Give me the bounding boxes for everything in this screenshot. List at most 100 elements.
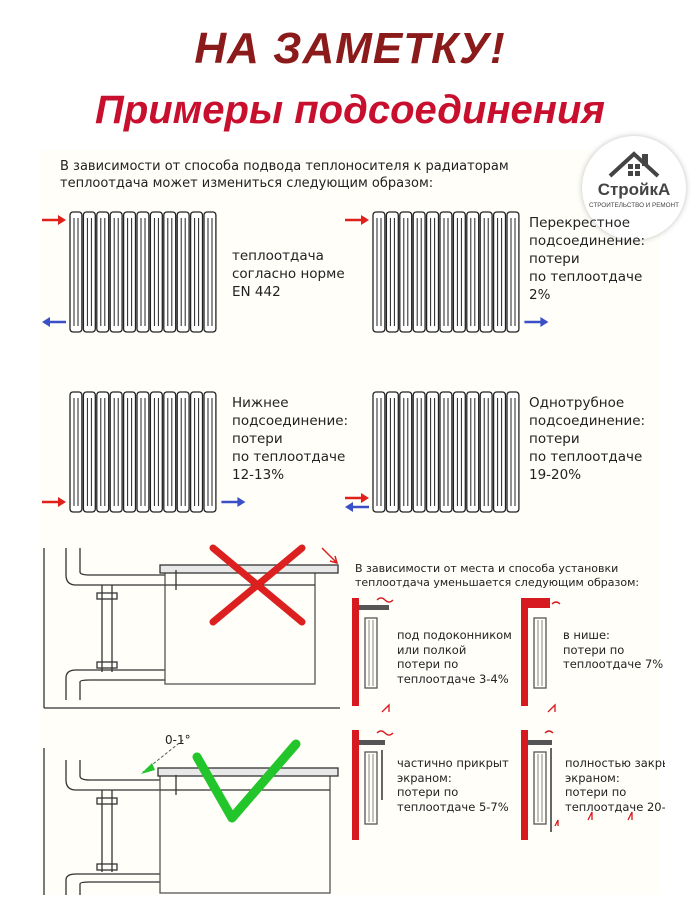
connections-intro: В зависимости от способа подвода теплоно… <box>60 158 509 192</box>
radiator-section <box>385 211 399 333</box>
case-partial-screen <box>352 730 394 840</box>
case-full-line-3: потери по <box>565 785 627 799</box>
radiator-section <box>82 391 96 513</box>
logo-tagline: СТРОИТЕЛЬСТВО И РЕМОНТ <box>589 202 679 209</box>
radiator-section <box>136 391 150 513</box>
wrong-installation <box>43 548 340 709</box>
arrow-head-icon <box>58 497 66 507</box>
connection-single-line-5: 19-20% <box>529 467 582 483</box>
installation-intro-line-2: теплоотдача уменьшается следующим образо… <box>355 576 640 589</box>
connection-bottom-line-5: 12-13% <box>232 467 285 483</box>
connection-single-line-2: подсоединение: <box>529 413 646 429</box>
installation-intro: В зависимости от места и способа установ… <box>355 562 639 590</box>
arrow-head-icon <box>361 215 369 225</box>
logo: СтройкА СТРОИТЕЛЬСТВО И РЕМОНТ <box>582 136 686 240</box>
connection-standard-line-2: согласно норме <box>232 266 345 282</box>
radiator-bottom <box>69 391 217 513</box>
case-partial-line-3: потери по <box>397 785 459 799</box>
radiator-section <box>466 391 480 513</box>
arrow-head-icon <box>237 497 246 507</box>
connection-label-cross: Перекрестное подсоединение: потери по те… <box>529 214 645 304</box>
radiator-section <box>506 391 520 513</box>
arrow-head-icon <box>42 317 50 327</box>
radiator-section <box>492 211 507 333</box>
radiator-section <box>122 211 137 333</box>
tilt-arrow-icon <box>321 547 339 565</box>
connections-intro-line-2: теплоотдача может измениться следующим о… <box>60 176 434 191</box>
radiator-section <box>163 391 177 513</box>
radiator-section <box>82 211 96 333</box>
case-niche-line-3: теплоотдаче 7% <box>563 657 664 671</box>
radiator-section <box>96 211 110 333</box>
connection-bottom-line-4: по теплоотдаче <box>232 449 346 465</box>
radiator-section <box>425 211 440 333</box>
radiator-section <box>439 211 453 333</box>
connections-intro-line-1: В зависимости от способа подвода теплоно… <box>60 159 509 174</box>
logo-name: СтройкА <box>597 180 671 199</box>
case-full-line-2: экраном: <box>565 770 620 785</box>
radiator-section <box>479 391 493 513</box>
connection-label-standard: теплоотдача согласно норме EN 442 <box>232 247 345 301</box>
radiator-section <box>479 211 493 333</box>
radiator-section <box>203 391 217 513</box>
connection-cross-line-4: по теплоотдаче <box>529 269 643 285</box>
arrow-head-icon <box>540 317 549 327</box>
arrow-head-icon <box>58 215 66 225</box>
connection-label-bottom: Нижнее подсоединение: потери по теплоотд… <box>232 394 348 484</box>
radiator-section <box>163 211 177 333</box>
radiator-standard <box>69 211 217 333</box>
connection-single-line-4: по теплоотдаче <box>529 449 643 465</box>
case-under-sill-line-4: теплоотдаче 3-4% <box>397 671 509 686</box>
radiator-section <box>372 391 386 513</box>
angle-indicator <box>141 739 184 774</box>
connection-bottom-line-3: потери <box>232 431 283 447</box>
radiator-section <box>109 211 123 333</box>
radiator-section <box>189 391 204 513</box>
case-partial-line-4: теплоотдаче 5-7% <box>397 799 509 814</box>
radiator-section <box>425 391 440 513</box>
case-under-sill-line-3: потери по <box>397 657 459 671</box>
connection-standard-line-3: EN 442 <box>232 284 281 300</box>
case-niche-line-1: в нише: <box>563 628 610 642</box>
radiator-section <box>399 211 413 333</box>
arrow-head-icon <box>345 502 353 512</box>
house-icon <box>608 151 660 178</box>
case-full-line-1: полностью закрыт <box>565 756 665 770</box>
connection-single-line-3: потери <box>529 431 580 447</box>
radiator-section <box>412 391 426 513</box>
radiator-section <box>452 391 466 513</box>
connection-bottom-line-1: Нижнее <box>232 395 289 411</box>
connection-single-line-1: Однотрубное <box>529 395 625 411</box>
installation-intro-line-1: В зависимости от места и способа установ… <box>355 562 619 575</box>
radiator-section <box>372 211 386 333</box>
radiator-section <box>399 391 413 513</box>
radiator-section <box>149 211 163 333</box>
connection-cross-line-3: потери <box>529 251 580 267</box>
radiator-section <box>69 211 83 333</box>
radiator-section <box>466 211 480 333</box>
case-partial-line-1: частично прикрыт <box>397 756 509 770</box>
case-niche-line-2: потери по <box>563 642 625 657</box>
case-label-full-screen: полностью закрыт экраном: потери по тепл… <box>565 756 665 814</box>
radiator-section <box>136 211 150 333</box>
case-under-sill-line-2: или полкой <box>397 642 467 657</box>
connection-cross-line-2: подсоединение: <box>529 233 646 249</box>
page-title: НА ЗАМЕТКУ! <box>194 24 506 73</box>
case-label-partial-screen: частично прикрыт экраном: потери по тепл… <box>397 756 509 814</box>
radiator-section <box>96 391 110 513</box>
connection-cross-line-1: Перекрестное <box>529 215 631 231</box>
radiator-section <box>492 391 507 513</box>
connection-standard-line-1: теплоотдача <box>232 248 324 264</box>
case-label-full-screen-clip: полностью закрыт экраном: потери по тепл… <box>565 756 665 816</box>
radiator-section <box>149 391 163 513</box>
radiator-cross <box>372 211 520 333</box>
radiator-section <box>439 391 453 513</box>
arrow-head-icon <box>361 493 369 503</box>
radiator-section <box>452 211 466 333</box>
radiator-single-pipe <box>372 391 520 513</box>
connection-cross-line-5: 2% <box>529 287 551 303</box>
case-niche <box>521 598 561 713</box>
radiator-section <box>176 211 190 333</box>
